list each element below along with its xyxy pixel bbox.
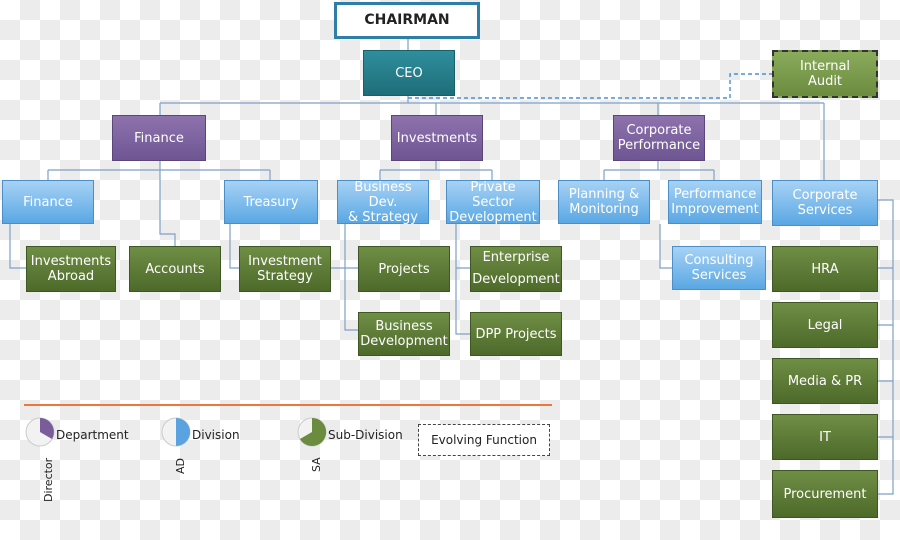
- subdivision-consulting-services[interactable]: Consulting Services: [672, 246, 766, 290]
- department-procurement[interactable]: Procurement: [772, 470, 878, 518]
- connector-finance-sub: [9, 224, 26, 269]
- legend-icons: [25, 417, 327, 447]
- legend-division-label: Division: [192, 428, 240, 442]
- department-enterprise-development[interactable]: Enterprise Development: [470, 246, 562, 292]
- department-investment-strategy[interactable]: Investment Strategy: [239, 246, 331, 292]
- connector-audit-dashed: [408, 73, 772, 99]
- legend-director-label: Director: [42, 457, 55, 502]
- legend-divider: [24, 404, 552, 406]
- connector-consulting: [659, 224, 672, 269]
- legend-sub-division-label: Sub-Division: [328, 428, 403, 442]
- connector-ceo-trunk: [159, 96, 825, 180]
- subdivision-business-dev-strategy[interactable]: Business Dev. & Strategy: [337, 180, 429, 225]
- division-finance[interactable]: Finance: [112, 115, 206, 161]
- division-corporate-performance[interactable]: Corporate Performance: [613, 115, 705, 161]
- legend-department-label: Department: [56, 428, 129, 442]
- legend-evolving-function: Evolving Function: [418, 424, 550, 456]
- connector-investments-branch: [379, 160, 493, 180]
- connector-services-bracket: [878, 199, 894, 495]
- internal-audit-box[interactable]: Internal Audit: [772, 50, 878, 98]
- sa-pie-icon: [297, 417, 327, 447]
- connector-lines: [9, 39, 894, 495]
- department-investments-abroad[interactable]: Investments Abroad: [26, 246, 116, 292]
- chairman-box[interactable]: CHAIRMAN: [334, 2, 480, 39]
- subdivision-private-sector-development[interactable]: Private Sector Development: [446, 180, 540, 225]
- connector-finance-branch: [47, 160, 271, 246]
- division-investments[interactable]: Investments: [391, 115, 483, 161]
- ceo-box[interactable]: CEO: [363, 50, 455, 96]
- legend-sa-label: SA: [310, 457, 323, 472]
- department-legal[interactable]: Legal: [772, 302, 878, 348]
- subdivision-treasury[interactable]: Treasury: [224, 180, 318, 224]
- director-pie-icon: [25, 417, 55, 447]
- department-projects[interactable]: Projects: [358, 246, 450, 292]
- connector-bizdev-sub: [331, 224, 358, 331]
- department-it[interactable]: IT: [772, 414, 878, 460]
- department-hra[interactable]: HRA: [772, 246, 878, 292]
- department-dpp-projects[interactable]: DPP Projects: [470, 312, 562, 356]
- connector-treasury-sub: [229, 224, 239, 269]
- connector-privsec-sub: [455, 224, 470, 335]
- subdivision-corporate-services[interactable]: Corporate Services: [772, 180, 878, 226]
- subdivision-planning-monitoring[interactable]: Planning & Monitoring: [558, 180, 650, 224]
- connector-corpperf-branch: [603, 160, 715, 180]
- ad-pie-icon: [161, 417, 191, 447]
- department-accounts[interactable]: Accounts: [129, 246, 221, 292]
- department-business-development[interactable]: Business Development: [358, 312, 450, 356]
- subdivision-finance[interactable]: Finance: [2, 180, 94, 224]
- department-media-pr[interactable]: Media & PR: [772, 358, 878, 404]
- subdivision-performance-improvement[interactable]: Performance Improvement: [668, 180, 762, 224]
- legend-ad-label: AD: [174, 458, 187, 474]
